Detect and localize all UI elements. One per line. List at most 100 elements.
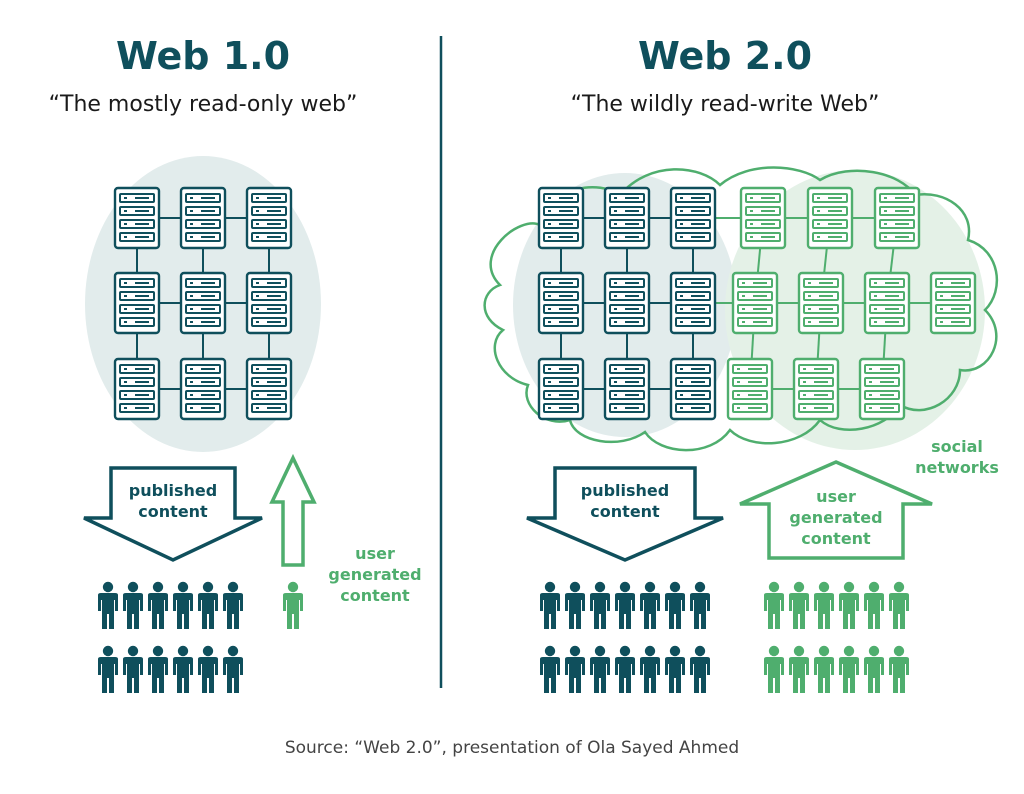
server-icon	[669, 271, 717, 335]
web1-server-grid	[113, 186, 293, 421]
source-caption: Source: “Web 2.0”, presentation of Ola S…	[284, 738, 740, 758]
server-icon	[245, 186, 293, 250]
person-icon	[665, 581, 685, 629]
person-icon	[223, 645, 243, 693]
web2-subtitle: “The wildly read-write Web”	[570, 92, 880, 117]
person-icon	[540, 645, 560, 693]
web2-published-label: published content	[555, 480, 695, 522]
web1-consumers	[98, 581, 243, 693]
server-icon	[669, 186, 717, 250]
web2-published-arrow-icon	[526, 466, 724, 562]
person-icon	[565, 581, 585, 629]
label-line: content	[590, 502, 660, 521]
server-icon	[792, 357, 840, 421]
label-line: social	[931, 437, 983, 456]
label-line: content	[801, 529, 871, 548]
person-icon	[839, 645, 859, 693]
person-icon	[864, 645, 884, 693]
server-icon	[113, 357, 161, 421]
person-icon	[690, 645, 710, 693]
web2-title: Web 2.0	[637, 34, 813, 78]
person-icon	[223, 581, 243, 629]
person-icon	[814, 645, 834, 693]
server-icon	[537, 357, 585, 421]
label-line: networks	[915, 458, 999, 477]
server-icon	[858, 357, 906, 421]
server-icon	[929, 271, 977, 335]
person-icon	[889, 645, 909, 693]
person-icon	[690, 581, 710, 629]
label-line: published	[128, 481, 218, 500]
web2-user-arrow-icon	[739, 460, 933, 560]
person-icon	[173, 645, 193, 693]
server-icon	[113, 186, 161, 250]
label-line: published	[580, 481, 670, 500]
person-icon	[123, 581, 143, 629]
label-line: generated	[789, 508, 883, 527]
server-icon	[726, 357, 774, 421]
person-icon	[864, 581, 884, 629]
server-icon	[873, 186, 921, 250]
server-icon	[603, 271, 651, 335]
person-icon	[615, 581, 635, 629]
web1-published-arrow-icon	[83, 466, 263, 562]
person-icon	[198, 581, 218, 629]
person-icon	[789, 645, 809, 693]
web1-subtitle: “The mostly read-only web”	[48, 92, 358, 117]
server-icon	[179, 357, 227, 421]
person-icon	[814, 581, 834, 629]
web2-creators	[764, 581, 909, 693]
person-icon	[764, 645, 784, 693]
server-icon	[245, 357, 293, 421]
label-line: user	[816, 487, 856, 506]
person-icon	[590, 581, 610, 629]
label-line: generated	[328, 565, 422, 584]
web1-title: Web 1.0	[115, 34, 291, 78]
server-icon	[245, 271, 293, 335]
server-icon	[739, 186, 787, 250]
server-icon	[731, 271, 779, 335]
person-icon	[839, 581, 859, 629]
person-icon	[98, 581, 118, 629]
person-icon	[198, 645, 218, 693]
person-icon	[590, 645, 610, 693]
server-icon	[603, 357, 651, 421]
label-line: user	[355, 544, 395, 563]
web2-cloud-outline	[483, 166, 999, 452]
web1-user-arrow-icon	[269, 453, 317, 567]
server-icon	[179, 186, 227, 250]
person-icon	[148, 581, 168, 629]
server-icon	[603, 186, 651, 250]
server-icon	[179, 271, 227, 335]
web1-creator	[283, 581, 303, 629]
person-icon	[764, 581, 784, 629]
web2-publisher-servers	[537, 186, 717, 421]
web1-user-label: user generated content	[322, 543, 428, 606]
person-icon	[148, 645, 168, 693]
person-icon	[615, 645, 635, 693]
web1-published-label: published content	[111, 480, 235, 522]
server-icon	[537, 186, 585, 250]
person-icon	[123, 645, 143, 693]
person-icon	[98, 645, 118, 693]
person-icon	[889, 581, 909, 629]
web2-social-label: social networks	[910, 436, 1004, 478]
server-icon	[113, 271, 161, 335]
web2-consumers	[540, 581, 710, 693]
person-icon	[665, 645, 685, 693]
person-icon	[789, 581, 809, 629]
person-icon	[640, 581, 660, 629]
person-icon	[565, 645, 585, 693]
person-icon	[283, 581, 303, 629]
label-line: content	[340, 586, 410, 605]
web2-user-label: user generated content	[769, 486, 903, 549]
person-icon	[640, 645, 660, 693]
server-icon	[806, 186, 854, 250]
person-icon	[173, 581, 193, 629]
label-line: content	[138, 502, 208, 521]
server-icon	[537, 271, 585, 335]
server-icon	[863, 271, 911, 335]
server-icon	[669, 357, 717, 421]
server-icon	[797, 271, 845, 335]
